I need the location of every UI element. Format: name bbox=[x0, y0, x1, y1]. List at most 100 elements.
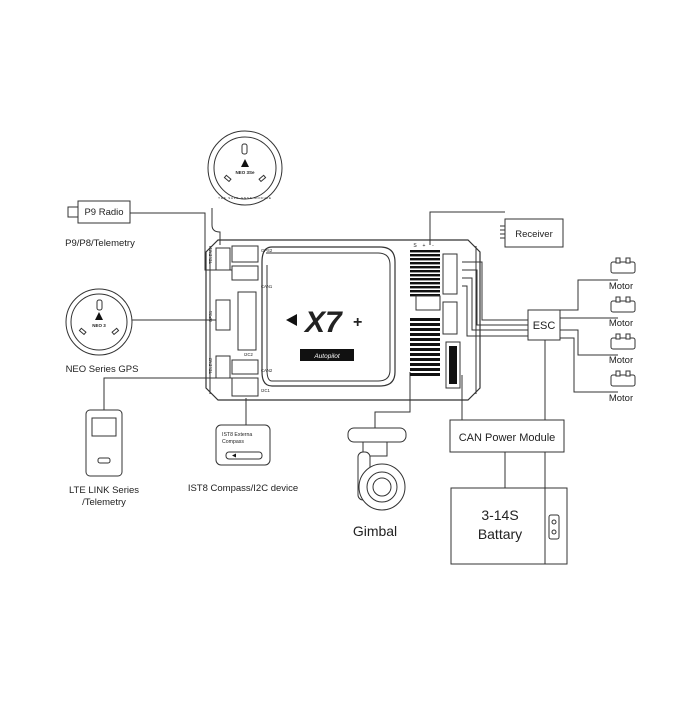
receiver-device: Receiver bbox=[500, 218, 564, 248]
pin-row-lower bbox=[410, 358, 440, 361]
port-gps2 bbox=[231, 245, 259, 263]
port-can1 bbox=[231, 265, 259, 281]
pin-row-upper bbox=[410, 294, 440, 297]
motor-2-label: Motor bbox=[609, 318, 633, 329]
gps-top-puck bbox=[207, 130, 283, 206]
gps-top-screw-l bbox=[223, 174, 232, 183]
wire-motor-1 bbox=[560, 279, 618, 311]
gimbal-camera bbox=[358, 463, 406, 511]
lte-caption-2: /Telemetry bbox=[82, 497, 126, 508]
receiver-pins bbox=[500, 225, 505, 239]
motor-3-body bbox=[610, 337, 636, 350]
receiver-box bbox=[504, 218, 564, 248]
motor-2-body bbox=[610, 300, 636, 313]
wire-gimbal bbox=[374, 372, 411, 428]
can-power-box bbox=[449, 419, 565, 453]
gimbal-lens-inner bbox=[372, 477, 392, 497]
port-telem2 bbox=[215, 355, 231, 379]
pin-row-lower bbox=[410, 333, 440, 336]
port-label-i2c1: I2C1 bbox=[261, 388, 271, 393]
pin-row-lower bbox=[410, 343, 440, 346]
gps-left-device: NEO 3 NEO Series GPS bbox=[65, 288, 139, 375]
gimbal-arm bbox=[362, 441, 388, 457]
pin-row-upper bbox=[410, 258, 440, 261]
battery-connector bbox=[548, 514, 560, 540]
port-i2c1 bbox=[231, 377, 259, 397]
port-label-gps1: GPS1 bbox=[208, 310, 213, 322]
motor-3: Motor bbox=[609, 333, 636, 366]
port-label-telem2: TELEM2 bbox=[208, 357, 213, 374]
battery-box bbox=[450, 487, 568, 565]
port-label-can2: CAN2 bbox=[261, 368, 273, 373]
gps-top-arrow-icon bbox=[241, 159, 249, 167]
gps-top-device: NEO 3Se THE SAFE GNSS MODULE bbox=[207, 130, 283, 206]
wire-esc-4 bbox=[462, 285, 528, 337]
flight-controller: X7 + Autopilot GPS2 CAN1 TELEM1 GPS1 I2C… bbox=[205, 239, 481, 401]
motor-3-tab-r bbox=[625, 333, 631, 340]
gimbal-mount bbox=[347, 427, 407, 443]
receiver-label: Receiver bbox=[515, 229, 553, 240]
pin-row-upper bbox=[410, 262, 440, 265]
pin-row-upper bbox=[410, 250, 440, 253]
port-label-gps2: GPS2 bbox=[261, 248, 273, 253]
gps-left-inner bbox=[70, 293, 128, 351]
gps-left-puck bbox=[65, 288, 133, 356]
x7-arrow-icon bbox=[286, 314, 297, 326]
motor-4-label: Motor bbox=[609, 393, 633, 404]
esc-label: ESC bbox=[533, 320, 556, 332]
battery-connector-hole-1 bbox=[551, 519, 557, 525]
gps-left-arrow-icon bbox=[95, 312, 103, 320]
radio-device: P9 Radio P9/P8/Telemetry bbox=[65, 200, 135, 249]
compass-arrow-icon bbox=[232, 453, 236, 458]
wire-esc-3 bbox=[462, 277, 528, 331]
motor-4: Motor bbox=[609, 370, 636, 404]
pin-label-s: S bbox=[413, 243, 417, 249]
esc-box bbox=[527, 309, 561, 341]
pin-row-upper bbox=[410, 254, 440, 257]
motor-1-tab-l bbox=[615, 257, 621, 264]
port-aux bbox=[415, 295, 441, 311]
gps-top-ring-text: THE SAFE GNSS MODULE bbox=[218, 196, 272, 200]
model-plus: + bbox=[353, 314, 362, 331]
motor-2: Motor bbox=[609, 296, 636, 329]
wire-motor-3 bbox=[560, 329, 618, 356]
motor-3-label: Motor bbox=[609, 355, 633, 366]
port-sbus bbox=[442, 301, 458, 335]
pwm-pin-header bbox=[410, 250, 440, 376]
gps-top-inner bbox=[213, 136, 277, 200]
pin-row-upper bbox=[410, 282, 440, 285]
controller-outline bbox=[205, 239, 481, 401]
controller-cover bbox=[261, 246, 396, 387]
pin-row-upper bbox=[410, 274, 440, 277]
motor-2-tab-r bbox=[625, 296, 631, 303]
battery-line1: 3-14S bbox=[481, 507, 518, 523]
pin-row-upper bbox=[410, 266, 440, 269]
pin-row-upper bbox=[410, 290, 440, 293]
connection-lines bbox=[103, 208, 618, 488]
pin-label-plus: + bbox=[423, 243, 426, 249]
port-power-fill bbox=[449, 346, 457, 384]
model-label: X7 bbox=[303, 306, 343, 339]
port-label-i2c2: I2C2 bbox=[244, 352, 254, 357]
port-gps1 bbox=[215, 299, 231, 331]
gps-top-led bbox=[241, 143, 248, 155]
lte-device: LTE LINK Series /Telemetry bbox=[69, 409, 139, 508]
gimbal-device: Gimbal bbox=[347, 427, 407, 539]
gps-left-name: NEO 3 bbox=[92, 323, 106, 328]
pin-row-lower bbox=[410, 338, 440, 341]
gps-left-caption: NEO Series GPS bbox=[66, 364, 139, 375]
gimbal-lens-outer bbox=[366, 471, 398, 503]
pin-label-minus: - bbox=[432, 243, 434, 249]
motor-4-tab-l bbox=[615, 370, 621, 377]
lte-screen bbox=[91, 417, 117, 437]
motor-1-label: Motor bbox=[609, 281, 633, 292]
wire-lte bbox=[103, 377, 232, 410]
wire-esc-2 bbox=[462, 269, 528, 326]
port-label-telem1: TELEM1 bbox=[208, 247, 213, 264]
autopilot-badge bbox=[300, 349, 354, 361]
pin-row-lower bbox=[410, 353, 440, 356]
pin-row-lower bbox=[410, 348, 440, 351]
port-telem1 bbox=[215, 247, 231, 271]
gimbal-label: Gimbal bbox=[353, 523, 397, 539]
